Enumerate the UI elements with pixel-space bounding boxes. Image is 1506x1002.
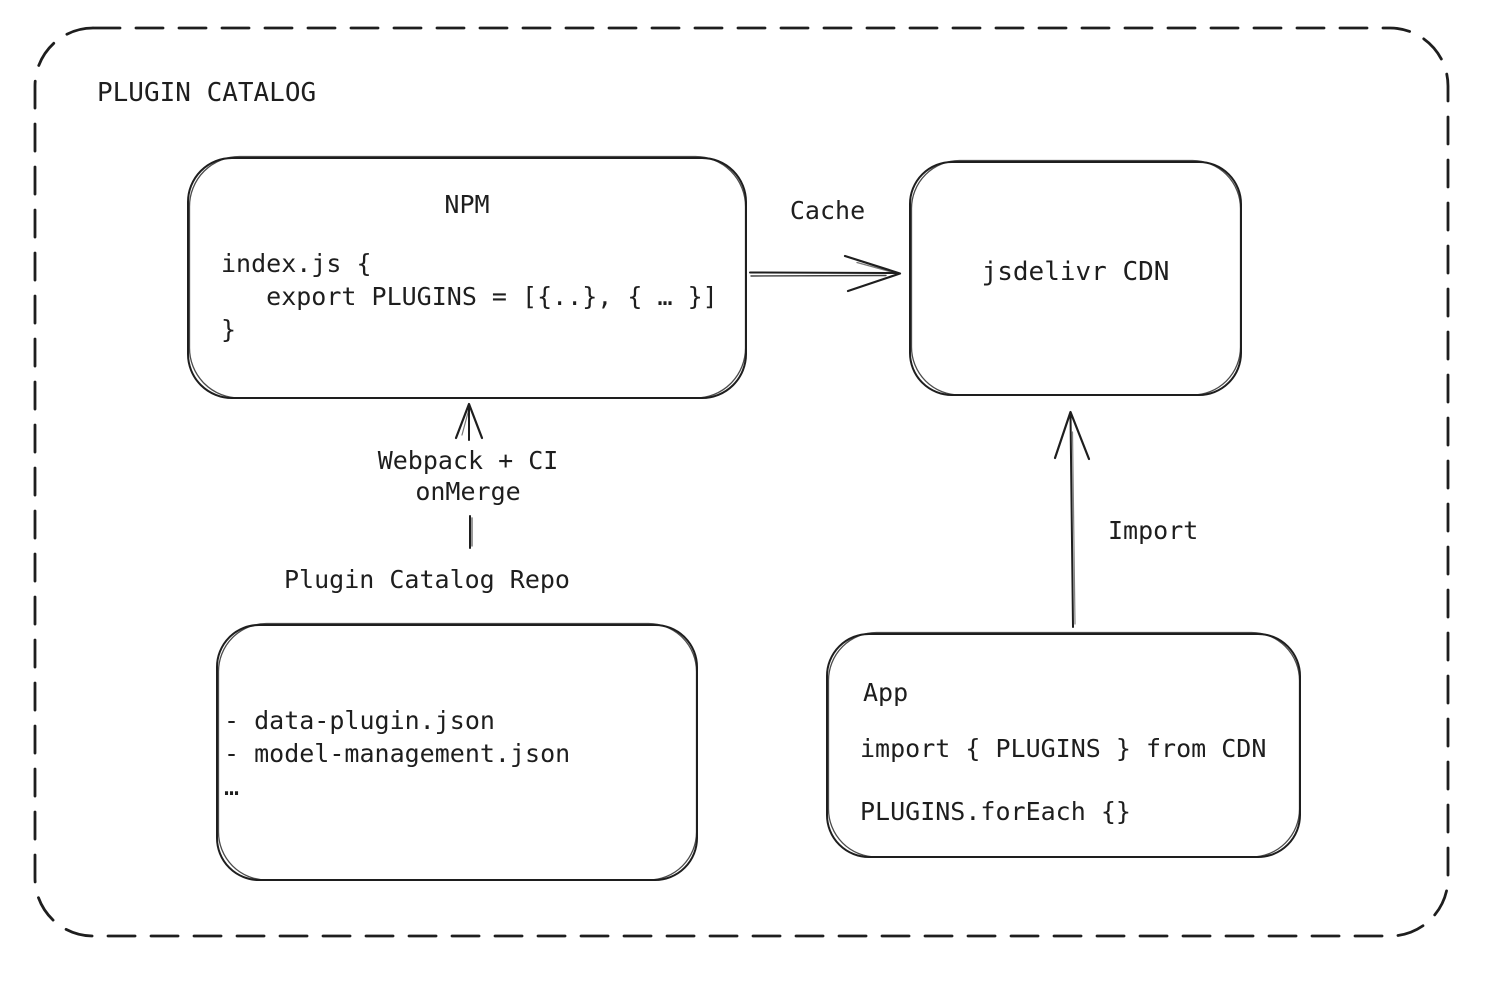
import-arrow	[1053, 410, 1091, 628]
npm-node-title: NPM	[444, 190, 490, 219]
npm-node-code: index.js { export PLUGINS = [{..}, { … }…	[221, 249, 718, 344]
cdn-node-box	[909, 159, 1242, 396]
diagram-title: PLUGIN CATALOG	[97, 78, 317, 108]
import-arrow-label: Import	[1108, 516, 1199, 545]
cache-arrow-label: Cache	[789, 196, 866, 225]
cdn-node-title: jsdelivr CDN	[981, 257, 1170, 287]
repo-node-title: Plugin Catalog Repo	[284, 565, 570, 594]
build-arrow-label: Webpack + CI onMerge	[377, 446, 559, 506]
repo-node-file-list: - data-plugin.json - model-management.js…	[224, 706, 571, 801]
app-node-box	[826, 631, 1301, 858]
npm-node-box	[187, 155, 747, 399]
repo-node-box	[216, 622, 698, 881]
cache-arrow	[749, 254, 902, 293]
build-arrow	[454, 402, 484, 549]
app-node-title: App	[863, 678, 909, 707]
catalog-boundary-frame	[33, 26, 1450, 938]
app-node-code: import { PLUGINS } from CDN PLUGINS.forE…	[860, 734, 1267, 826]
